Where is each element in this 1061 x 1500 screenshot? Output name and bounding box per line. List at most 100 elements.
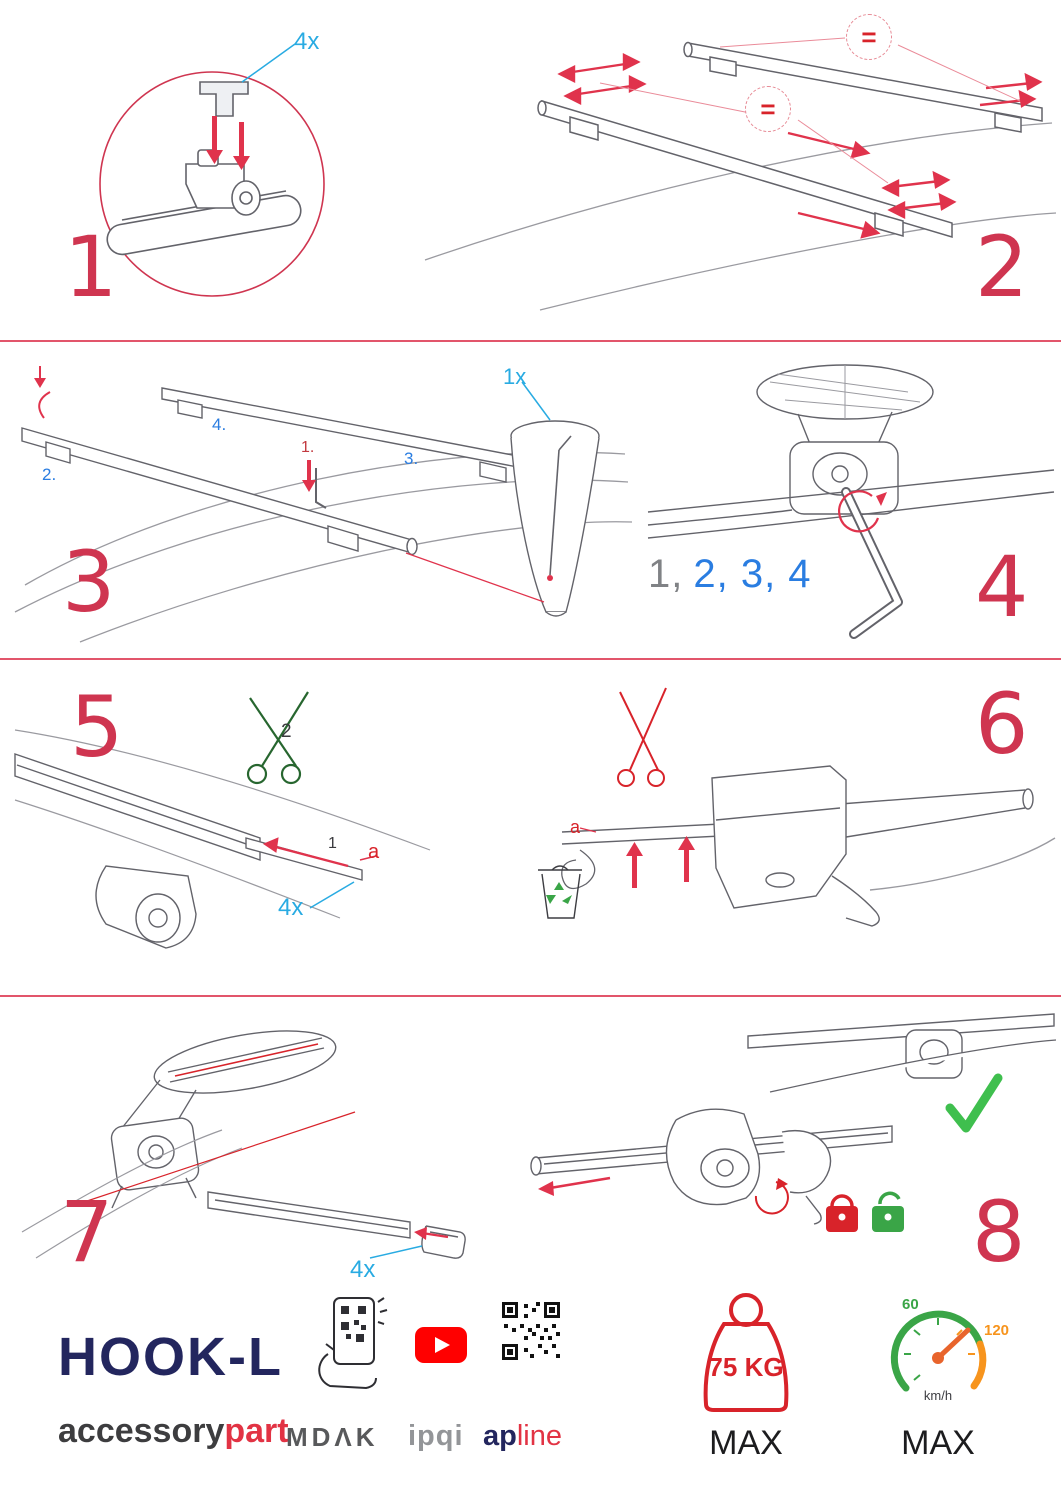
allen-key-small: [315, 468, 327, 509]
attach-arrow: [414, 1227, 449, 1240]
step5-pull-order-label: 1: [328, 835, 337, 852]
pointer-line-red: [405, 552, 545, 603]
weight-icon: [703, 1293, 789, 1412]
step7-number: 7: [60, 1183, 114, 1281]
a-pointer-line: [579, 827, 597, 833]
needle: [935, 1327, 971, 1361]
rubber-pad-piece: [199, 81, 249, 117]
speed-low-label: 60: [902, 1296, 919, 1313]
equal-sign: =: [760, 93, 776, 124]
weight-value: 75 KG: [708, 1352, 784, 1382]
product-name: HOOK-L: [58, 1327, 283, 1387]
push-up-arrows: [626, 836, 695, 888]
brand-accessory: accessory: [58, 1412, 225, 1450]
lock-rotate-arrow: [754, 1181, 789, 1215]
step5-cut-order-label: 2: [281, 721, 292, 742]
step7-endcap-drawing: [21, 1030, 466, 1259]
twist-hint-arrowhead: [34, 378, 46, 388]
end-cap-piece: [421, 1225, 466, 1259]
step4-sequence-text: 1,2, 3, 4: [648, 552, 812, 597]
step6-strip-a-label: a: [570, 817, 581, 837]
qty-pointer-line: [309, 881, 355, 909]
twist-hint-arrow: [38, 366, 51, 419]
crossbar-clamp-drawing: [106, 81, 302, 256]
step3-substep-4: 4.: [212, 415, 227, 434]
rear-crossbar: [683, 41, 1043, 133]
speed-unit-label: km/h: [923, 1388, 953, 1403]
rubber-strip: [245, 837, 363, 881]
unlocked-padlock-icon: [872, 1191, 904, 1232]
step2-spacing-drawing: [424, 37, 1057, 311]
equal-sign: =: [861, 21, 877, 52]
speed-high-label: 120: [984, 1322, 1010, 1339]
tool-cone-cutaway: [510, 420, 600, 617]
slide-arrow: [538, 1176, 611, 1196]
section-divider-3: [0, 995, 1061, 997]
rotate-arrow: [838, 490, 880, 533]
step6-number: 6: [975, 675, 1029, 773]
scissors-icon: [246, 691, 309, 785]
key-insert-arrow: [302, 460, 316, 492]
qr-code-icon: [500, 1300, 562, 1362]
brand-wordmark: accessorypart: [58, 1412, 289, 1451]
oval-cutaway: [153, 1030, 337, 1094]
detail-circle: [99, 71, 325, 297]
brand-part: part: [224, 1412, 289, 1450]
checkmark-icon: [945, 1073, 1003, 1133]
step3-substep-3: 3.: [404, 449, 419, 468]
scissors-icon: [617, 687, 667, 787]
step5-number: 5: [70, 678, 124, 776]
section-divider-1: [0, 340, 1061, 342]
step5-cut-strip-drawing: [14, 691, 431, 949]
front-crossbar: [537, 99, 953, 239]
logo-ap: ap: [483, 1420, 517, 1452]
lock-rotate-arrowhead: [776, 1178, 788, 1190]
step8-number: 8: [972, 1183, 1026, 1281]
step4-number: 4: [975, 538, 1029, 636]
cut-off-strip-curl: [561, 849, 596, 890]
qty-pointer-line: [369, 1245, 423, 1259]
assembled-bar-top: [747, 1013, 1057, 1093]
step3-substep-1: 1.: [301, 439, 315, 456]
dimension-lines: [599, 37, 1021, 184]
strip-highlight-line: [174, 1043, 319, 1077]
adjustment-arrows: [557, 53, 1043, 239]
qty-pointer-line: [521, 381, 551, 421]
step2-number: 2: [975, 218, 1029, 316]
step1-number: 1: [64, 218, 118, 316]
trash-bin-icon: [538, 865, 582, 919]
allen-key-in-cone: [549, 435, 572, 576]
clamp-under-bar: [95, 865, 197, 949]
recycle-icon: [546, 882, 572, 904]
rotate-arrowhead: [876, 492, 887, 506]
bar-with-endcap: [207, 1191, 466, 1259]
section-divider-2: [0, 658, 1061, 660]
sequence-todo: 2, 3, 4: [693, 552, 812, 596]
foot-pad-hatching: [769, 365, 921, 419]
clamp-assembly: [665, 1108, 832, 1225]
scan-phone-icon: [318, 1297, 388, 1390]
weight-max-label: MAX: [709, 1424, 783, 1462]
logo-mdak: MDΛK: [286, 1422, 379, 1452]
bracket-part: [711, 765, 880, 927]
step3-qty-label: 1x: [503, 364, 527, 389]
sequence-done: 1,: [648, 552, 684, 596]
guide-line-red: [71, 1111, 356, 1207]
step1-detail-drawing: [99, 43, 325, 297]
logo-apline: apline: [483, 1420, 562, 1453]
key-tip-marker: [547, 575, 553, 581]
roof-edge-curves: [14, 729, 431, 919]
equal-spacing-badge-front: =: [745, 86, 791, 132]
step3-substep-2: 2.: [42, 465, 57, 484]
speedometer-icon: [890, 1310, 987, 1392]
pull-arrow: [262, 837, 377, 868]
step5-qty-label: 4x: [278, 894, 304, 921]
step3-placement-drawing: [14, 366, 633, 643]
youtube-icon: [415, 1327, 467, 1363]
front-crossbar: [21, 427, 418, 556]
step4-tighten-drawing: [647, 364, 1055, 639]
step8-lock-drawing: [530, 1013, 1057, 1232]
logo-ipqi: ipqi: [408, 1420, 464, 1452]
equal-spacing-badge-rear: =: [846, 14, 892, 60]
